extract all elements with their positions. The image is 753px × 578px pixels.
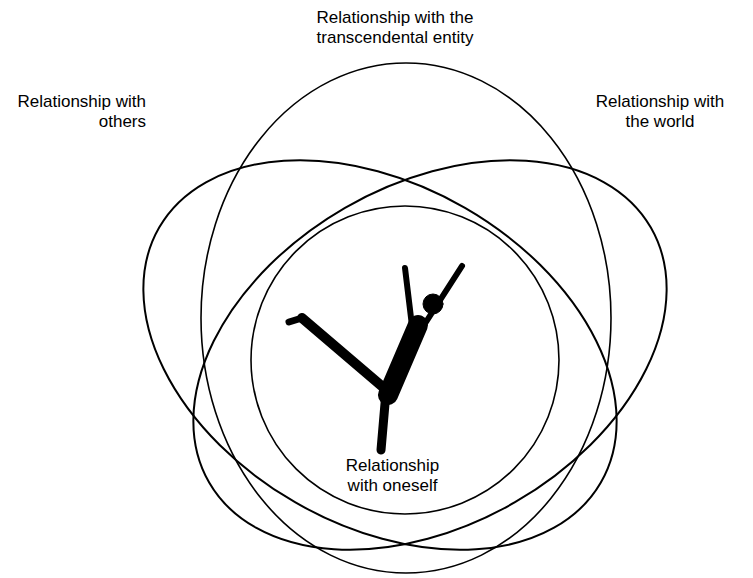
relationship-label: Relationship with others	[6, 92, 146, 132]
outline-ellipse	[74, 80, 686, 578]
outline-shape	[200, 62, 612, 574]
relationship-circle: Relationship with oneself	[250, 205, 560, 515]
relationship-label: Relationship with the world	[585, 92, 735, 132]
dancer-arm	[405, 268, 412, 326]
relationship-ellipse: Relationship with oneselfRelationship wi…	[200, 62, 612, 574]
outline-ellipse	[201, 63, 611, 573]
outline-ellipse	[251, 206, 559, 514]
dancer-foot	[289, 318, 302, 322]
dancer-torso	[388, 325, 418, 395]
outline-ellipse	[124, 80, 736, 578]
dancer-silhouette	[289, 266, 462, 450]
relationship-label: Relationship with oneself	[335, 456, 450, 496]
dancer-leg	[302, 318, 384, 388]
relationship-label: Relationship with the transcendental ent…	[295, 8, 495, 48]
dancer-head	[423, 294, 443, 314]
